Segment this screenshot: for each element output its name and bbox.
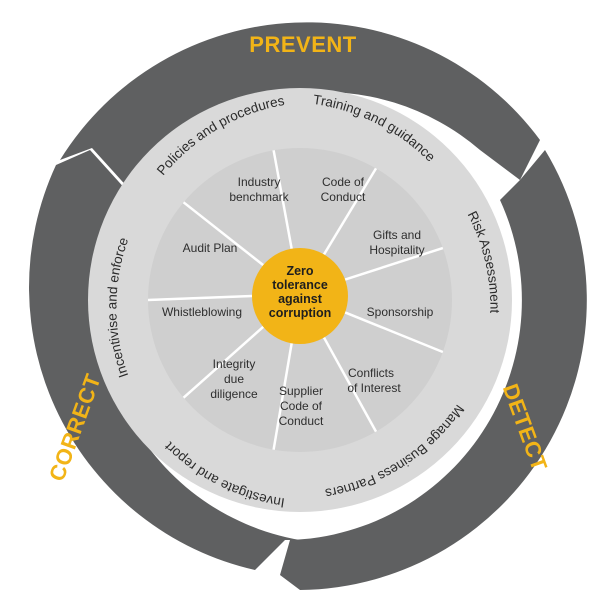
- segment-divider: [272, 150, 293, 249]
- outer-label-prevent: PREVENT: [249, 32, 356, 57]
- segment-divider: [322, 167, 378, 256]
- segment-divider: [344, 246, 444, 281]
- segment-divider: [182, 325, 265, 399]
- segment-divider: [147, 294, 253, 302]
- segment-whistleblowing: Whistleblowing: [162, 305, 242, 319]
- segment-sponsorship: Sponsorship: [367, 305, 434, 319]
- outer-arc-detect: [280, 150, 587, 590]
- segment-audit-plan: Audit Plan: [183, 241, 238, 255]
- segment-divider: [344, 311, 444, 354]
- segment-divider: [182, 201, 265, 267]
- segment-dividers: [147, 150, 444, 450]
- outer-arc-prevent: [60, 22, 540, 191]
- segment-divider: [322, 336, 378, 433]
- segment-divider: [272, 343, 293, 450]
- center-disc: [252, 248, 348, 344]
